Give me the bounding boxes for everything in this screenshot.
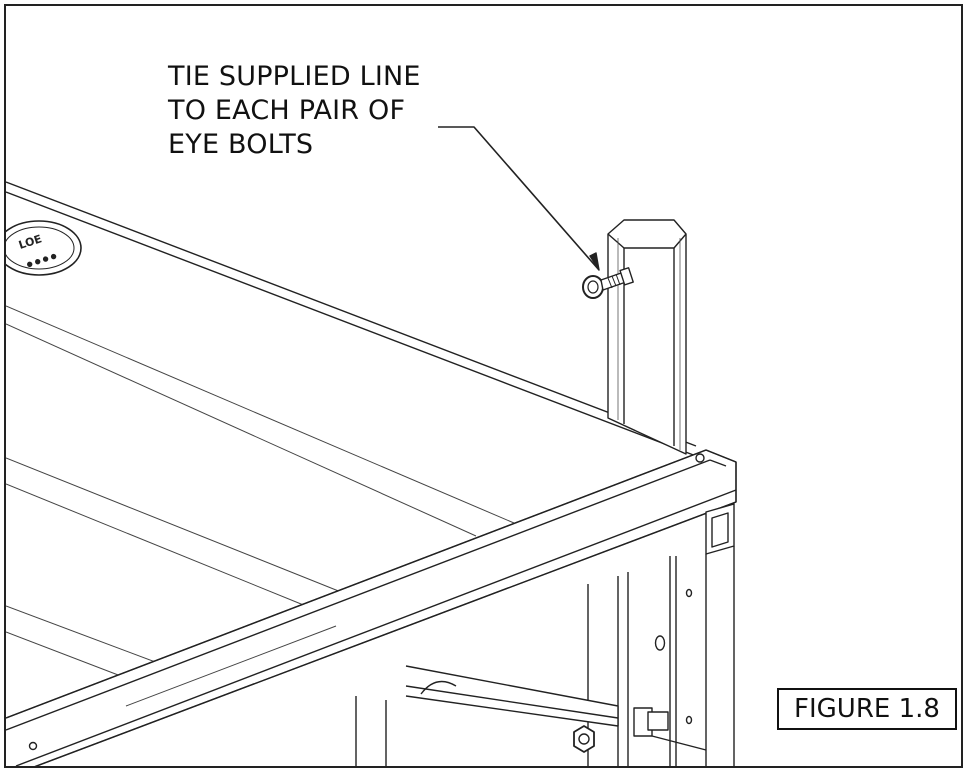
callout-line-2: TO EACH PAIR OF <box>168 95 406 126</box>
callout-text: TIE SUPPLIED LINE TO EACH PAIR OF EYE BO… <box>168 60 421 162</box>
corner-post <box>607 219 687 455</box>
logo-emblem: LOE ● ● ● ● <box>6 220 82 276</box>
deck-surface <box>6 181 697 679</box>
figure-label: FIGURE 1.8 <box>777 688 957 730</box>
hex-nut <box>573 725 595 753</box>
callout-line-1: TIE SUPPLIED LINE <box>168 61 421 92</box>
leader-arrow <box>438 126 600 271</box>
assembly-drawing: LOE ● ● ● ● <box>6 126 737 766</box>
rail-end <box>705 503 735 766</box>
callout-line-3: EYE BOLTS <box>168 129 314 160</box>
front-rail <box>6 449 737 766</box>
svg-text:● ● ● ●: ● ● ● ● <box>26 252 58 269</box>
eye-bolt-icon <box>582 267 634 299</box>
lower-frame <box>125 556 707 766</box>
figure-frame: LOE ● ● ● ● <box>4 4 963 768</box>
svg-text:LOE: LOE <box>17 232 43 252</box>
